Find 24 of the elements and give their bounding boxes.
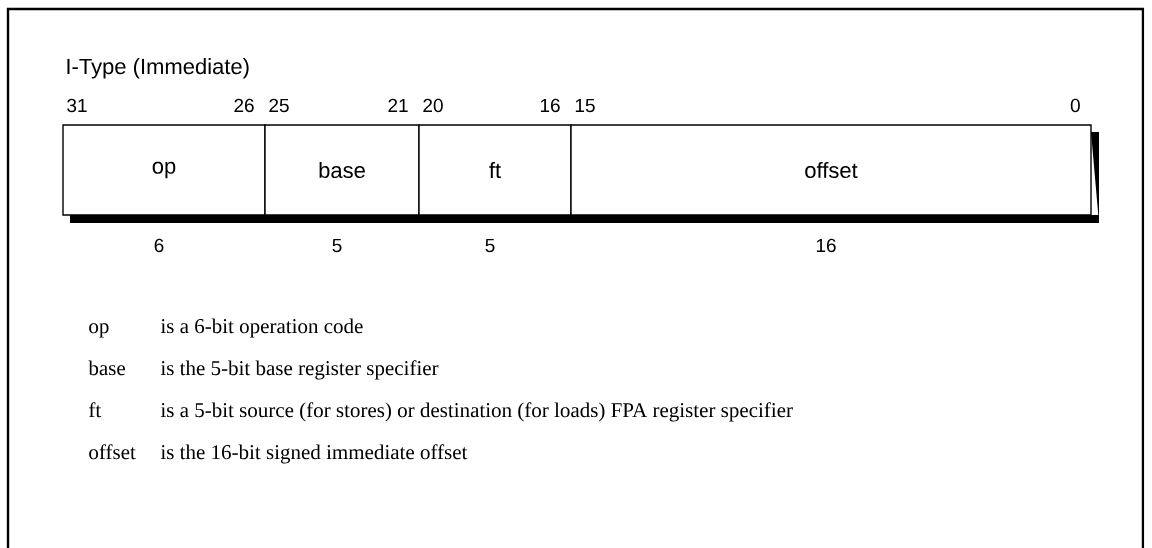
title: I-Type (Immediate) bbox=[67, 58, 249, 79]
bit-number: 21 bbox=[388, 98, 408, 112]
bit-number: 26 bbox=[234, 98, 254, 113]
field-description: is the 5-bit base register specifier bbox=[160, 360, 439, 380]
bit-number: 20 bbox=[423, 98, 443, 113]
field-description: is a 6-bit operation code bbox=[160, 318, 363, 338]
bit-width: 16 bbox=[816, 238, 836, 253]
bit-width: 6 bbox=[154, 238, 164, 253]
field-box: op bbox=[62, 124, 266, 216]
field-term: op bbox=[89, 323, 109, 338]
bit-number: 25 bbox=[269, 98, 289, 113]
bit-width: 5 bbox=[485, 238, 495, 253]
field-box: base bbox=[264, 124, 420, 216]
bit-number: 16 bbox=[540, 98, 560, 113]
bit-number: 31 bbox=[67, 98, 87, 113]
field-description: is the 16-bit signed immediate offset bbox=[160, 444, 468, 464]
field-box: ft bbox=[418, 124, 572, 216]
field-term: base bbox=[88, 360, 125, 376]
bit-number: 0 bbox=[1070, 98, 1080, 113]
field-term: offset bbox=[89, 444, 136, 460]
field-term: ft bbox=[89, 402, 102, 418]
field-description: is a 5-bit source (for stores) or destination (for loads) FPA register specifier bbox=[160, 402, 793, 422]
bit-width: 5 bbox=[332, 238, 342, 253]
bit-number: 15 bbox=[575, 98, 595, 113]
